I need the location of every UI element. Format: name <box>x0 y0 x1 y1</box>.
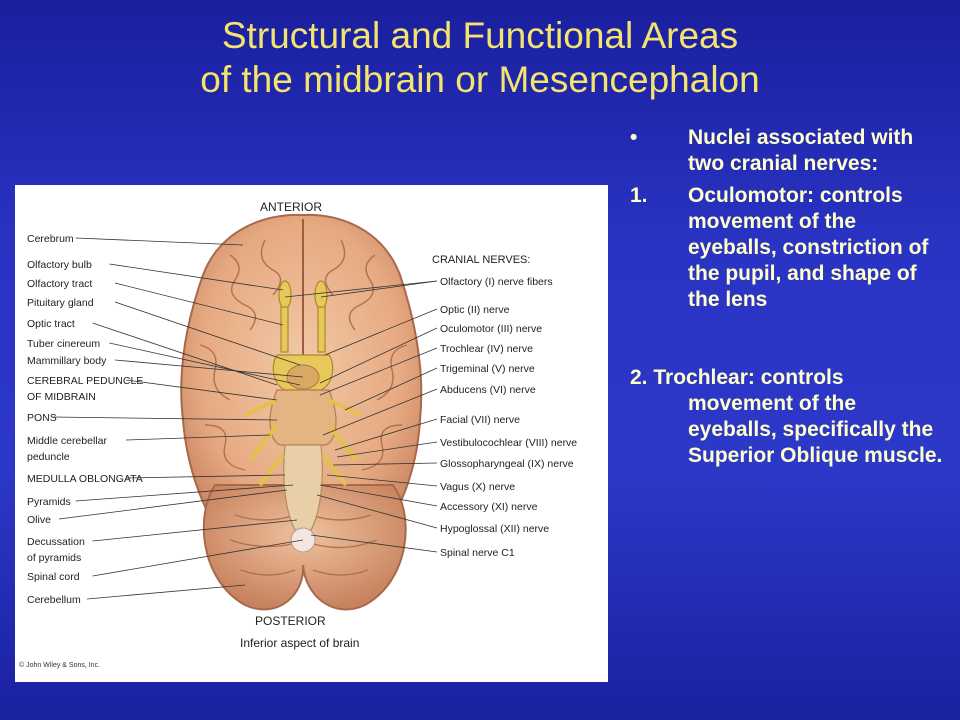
right-label: Olfactory (I) nerve fibers <box>440 276 553 288</box>
left-label: PONS <box>27 412 57 424</box>
left-label: Decussation <box>27 536 85 548</box>
leader-line <box>322 388 438 436</box>
leader-line <box>92 539 304 577</box>
left-label: Tuber cinereum <box>27 338 100 350</box>
right-label: Accessory (XI) nerve <box>440 501 538 513</box>
item-1-text: Oculomotor: controls movement of the eye… <box>688 184 929 311</box>
leader-line <box>326 474 438 487</box>
figure-caption: Inferior aspect of brain <box>240 636 359 650</box>
bullet-text: Nuclei associated with two cranial nerve… <box>688 126 914 175</box>
leader-line <box>126 434 271 441</box>
leader-line <box>336 441 438 458</box>
left-label: OF MIDBRAIN <box>27 391 96 403</box>
label-anterior: ANTERIOR <box>260 200 322 214</box>
label-posterior: POSTERIOR <box>255 614 326 628</box>
left-label: peduncle <box>27 451 70 463</box>
left-label: Spinal cord <box>27 571 80 583</box>
right-label: Oculomotor (III) nerve <box>440 323 542 335</box>
right-label: Vestibulocochlear (VIII) nerve <box>440 437 577 449</box>
left-label: Pituitary gland <box>27 297 94 309</box>
left-label: Pyramids <box>27 496 71 508</box>
right-label: Spinal nerve C1 <box>440 547 515 559</box>
right-label: Optic (II) nerve <box>440 304 510 316</box>
slide-title: Structural and Functional Areas of the m… <box>0 14 960 102</box>
bullet-marker: • <box>630 126 638 149</box>
leader-line <box>334 418 438 451</box>
left-label: Olfactory tract <box>27 278 92 290</box>
leader-line <box>319 484 438 507</box>
leader-line <box>310 534 438 553</box>
left-label: Cerebellum <box>27 594 81 606</box>
leader-line <box>92 322 278 386</box>
right-label: Facial (VII) nerve <box>440 414 520 426</box>
left-label: Middle cerebellar <box>27 435 107 447</box>
leader-line-group <box>53 237 438 600</box>
leader-line <box>53 416 278 421</box>
item-2-continuation: movement of the eyeballs, specifically t… <box>688 392 943 467</box>
brain-diagram: ANTERIOR POSTERIOR Inferior aspect of br… <box>15 185 608 682</box>
left-label: Olfactory bulb <box>27 259 92 271</box>
brain-diagram-svg: ANTERIOR POSTERIOR Inferior aspect of br… <box>19 200 577 669</box>
leader-line <box>320 280 438 298</box>
right-label: Vagus (X) nerve <box>440 481 515 493</box>
slide-title-line-2: of the midbrain or Mesencephalon <box>200 59 760 100</box>
leader-line <box>126 474 286 479</box>
leader-line <box>319 347 438 396</box>
figure-copyright: © John Wiley & Sons, Inc. <box>19 661 100 669</box>
left-label: MEDULLA OBLONGATA <box>27 473 143 485</box>
slide-title-line-1: Structural and Functional Areas <box>221 15 739 56</box>
label-cranial-nerves-heading: CRANIAL NERVES: <box>432 254 530 266</box>
left-label: Optic tract <box>27 318 75 330</box>
numbered-item-2: 2. Trochlear: controls movement of the e… <box>630 365 950 469</box>
leader-line <box>109 263 284 291</box>
leader-line <box>58 489 288 520</box>
right-label: Hypoglossal (XII) nerve <box>440 523 549 535</box>
leader-line <box>114 359 304 378</box>
leader-line <box>114 282 284 326</box>
left-label: CEREBRAL PEDUNCLE <box>27 375 143 387</box>
leader-line <box>284 280 438 298</box>
leader-line <box>324 308 438 356</box>
leader-line <box>75 237 244 246</box>
right-label: Trigeminal (V) nerve <box>440 363 535 375</box>
leader-line <box>109 342 301 386</box>
slide-body: • Nuclei associated with two cranial ner… <box>630 125 950 469</box>
olfactory-tracts <box>278 280 328 353</box>
numbered-item-1: 1. Oculomotor: controls movement of the … <box>630 183 950 313</box>
right-label: Trochlear (IV) nerve <box>440 343 533 355</box>
left-label: Cerebrum <box>27 233 74 245</box>
left-label: of pyramids <box>27 552 81 564</box>
leader-line <box>126 379 278 401</box>
leader-line <box>316 494 438 529</box>
leader-line <box>332 462 438 466</box>
leader-line <box>114 301 301 366</box>
item-1-marker: 1. <box>630 184 648 207</box>
leader-line <box>344 367 438 411</box>
right-label: Glossopharyngeal (IX) nerve <box>440 458 574 470</box>
left-label: Olive <box>27 514 51 526</box>
bullet-item: • Nuclei associated with two cranial ner… <box>630 125 950 177</box>
leader-line <box>319 327 438 384</box>
item-2-first-line: 2. Trochlear: controls <box>630 366 844 389</box>
left-label: Mammillary body <box>27 355 107 367</box>
leader-line <box>92 519 298 542</box>
right-label: Abducens (VI) nerve <box>440 384 536 396</box>
leader-line <box>75 484 294 502</box>
leader-line <box>86 584 246 600</box>
